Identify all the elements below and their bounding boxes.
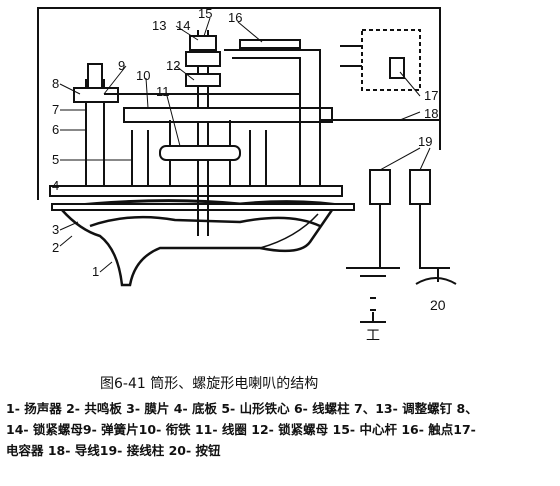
- label-10: 10: [136, 68, 150, 83]
- label-8: 8: [52, 76, 59, 91]
- label-20: 20: [430, 297, 446, 313]
- terminal-19a: [369, 169, 391, 205]
- legend-line: 1- 扬声器 2- 共鸣板 3- 膜片 4- 底板 5- 山形铁心 6- 线螺柱…: [6, 401, 478, 416]
- legend-line: 电容器 18- 导线19- 接线柱 20- 按钮: [6, 443, 221, 458]
- figure-caption: 图6-41 筒形、螺旋形电喇叭的结构: [100, 376, 319, 392]
- label-3: 3: [52, 222, 59, 237]
- horn-structure-diagram: 8 7 6 5 4 3 2 1 9 10 11 12 13 14 15 16 1…: [37, 6, 457, 343]
- coil: [159, 145, 241, 161]
- legend: 1- 扬声器 2- 共鸣板 3- 膜片 4- 底板 5- 山形铁心 6- 线螺柱…: [6, 398, 554, 461]
- adjust-screw-13: [185, 51, 221, 67]
- lock-nut-12: [185, 73, 221, 87]
- resonance-plate: [89, 215, 321, 228]
- legend-line: 14- 锁紧螺母9- 弹簧片10- 衔铁 11- 线圈 12- 锁紧螺母 15-…: [6, 422, 476, 437]
- speaker-bowl: [61, 209, 334, 287]
- wire-18: [224, 49, 321, 186]
- label-7: 7: [52, 102, 59, 117]
- armature: [123, 107, 333, 123]
- label-9: 9: [118, 58, 125, 73]
- terminal-19b: [409, 169, 431, 205]
- label-15: 15: [198, 6, 212, 21]
- label-ground: 工: [366, 327, 380, 343]
- label-11: 11: [156, 84, 170, 99]
- capacitor-17: [361, 29, 421, 91]
- label-17: 17: [424, 88, 438, 103]
- battery: [346, 267, 400, 311]
- label-18: 18: [424, 106, 438, 121]
- housing-outline: [37, 7, 441, 200]
- label-1: 1: [92, 264, 99, 279]
- label-6: 6: [52, 122, 59, 137]
- label-14: 14: [176, 18, 190, 33]
- label-13: 13: [152, 18, 166, 33]
- button-20: [415, 277, 457, 285]
- label-19: 19: [418, 134, 432, 149]
- label-2: 2: [52, 240, 59, 255]
- lock-nut-15: [189, 35, 217, 51]
- label-5: 5: [52, 152, 59, 167]
- contact-16: [239, 39, 301, 49]
- label-4: 4: [52, 178, 59, 193]
- label-12: 12: [166, 58, 180, 73]
- label-16: 16: [228, 10, 242, 25]
- base-plate: [49, 185, 343, 197]
